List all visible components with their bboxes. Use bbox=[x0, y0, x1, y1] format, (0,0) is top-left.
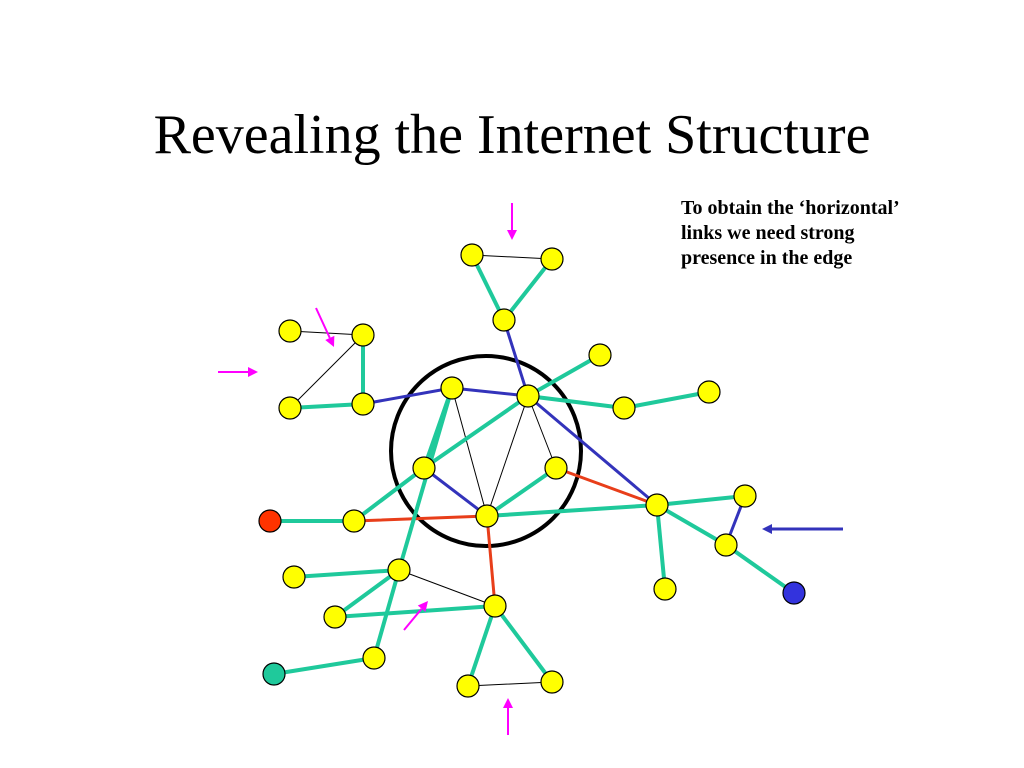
arrow-right-icon bbox=[762, 524, 843, 534]
arrow-upper-left-icon bbox=[315, 307, 335, 347]
link-green-n1-n3 bbox=[470, 253, 506, 322]
node-n14 bbox=[544, 456, 568, 480]
link-green-n18-n24 bbox=[333, 568, 401, 619]
node-n26 bbox=[456, 674, 480, 698]
link-thin-n1-n2 bbox=[471, 254, 553, 260]
note-line-1: To obtain the ‘horizontal’ bbox=[681, 197, 900, 219]
note-line-2: links we need strong bbox=[681, 222, 855, 244]
link-blue-n7-n8 bbox=[361, 386, 454, 406]
node-n17 bbox=[282, 565, 306, 589]
link-thin-n5-n6 bbox=[289, 334, 364, 409]
node-blue bbox=[782, 581, 806, 605]
slide-note: To obtain the ‘horizontal’ links we need… bbox=[681, 196, 981, 271]
link-green-n13-n15 bbox=[485, 503, 659, 518]
node-n20 bbox=[733, 484, 757, 508]
note-line-3: presence in the edge bbox=[681, 247, 853, 269]
node-n5 bbox=[278, 396, 302, 420]
node-n18 bbox=[387, 558, 411, 582]
link-green-n21-blue bbox=[724, 543, 796, 595]
link-green-n24-n23 bbox=[333, 604, 497, 619]
link-thin-n18-n23 bbox=[398, 569, 496, 607]
arrow-left-icon bbox=[218, 367, 258, 377]
link-green-n17-n18 bbox=[292, 568, 401, 579]
link-thin-n26-n27 bbox=[467, 681, 553, 687]
link-green-n25-green bbox=[272, 656, 376, 676]
link-blue-n12-n13 bbox=[422, 466, 489, 518]
node-n10 bbox=[588, 343, 612, 367]
node-n19 bbox=[697, 380, 721, 404]
link-blue-n3-n9 bbox=[502, 318, 530, 398]
link-blue-n9-n15 bbox=[526, 394, 659, 507]
node-n6 bbox=[351, 323, 375, 347]
link-thin-n9-n14 bbox=[527, 395, 557, 469]
node-n13 bbox=[475, 504, 499, 528]
link-green-n12-n16 bbox=[352, 466, 426, 523]
node-n12 bbox=[412, 456, 436, 480]
link-green-n15-n22 bbox=[655, 503, 667, 591]
node-n24 bbox=[323, 605, 347, 629]
node-n25 bbox=[362, 646, 386, 670]
node-n23 bbox=[483, 594, 507, 618]
node-n4 bbox=[278, 319, 302, 343]
node-n21 bbox=[714, 533, 738, 557]
link-green-n23-n27 bbox=[493, 604, 554, 684]
link-thin-n8-n13 bbox=[451, 387, 488, 517]
core-ring bbox=[389, 354, 583, 548]
node-n22 bbox=[653, 577, 677, 601]
node-n1 bbox=[460, 243, 484, 267]
slide-title: Revealing the Internet Structure bbox=[153, 104, 871, 166]
node-n8 bbox=[440, 376, 464, 400]
link-green-n11-n19 bbox=[622, 390, 711, 410]
node-green bbox=[262, 662, 286, 686]
arrow-top-icon bbox=[507, 203, 517, 240]
link-red-n16-n13 bbox=[352, 514, 489, 523]
link-green-n5-n7 bbox=[288, 402, 365, 410]
link-green-n9-n10 bbox=[526, 353, 602, 398]
node-n9 bbox=[516, 384, 540, 408]
node-n11 bbox=[612, 396, 636, 420]
link-thin-n9-n13 bbox=[486, 395, 529, 517]
link-green-n2-n3 bbox=[502, 257, 554, 322]
node-n27 bbox=[540, 670, 564, 694]
arrow-bottom-icon bbox=[503, 698, 513, 735]
link-red-n14-n15 bbox=[554, 466, 659, 507]
link-green-n14-n13 bbox=[485, 466, 558, 518]
link-green-n9-n12 bbox=[422, 394, 530, 470]
link-green-n23-n26 bbox=[466, 604, 497, 688]
node-n15 bbox=[645, 493, 669, 517]
link-green-n15-n20 bbox=[655, 494, 747, 507]
arrow-lower-middle-icon bbox=[403, 601, 428, 631]
link-red-n13-n23 bbox=[485, 514, 497, 608]
node-n2 bbox=[540, 247, 564, 271]
link-green-n15-n21 bbox=[655, 503, 728, 547]
node-red bbox=[258, 509, 282, 533]
node-n7 bbox=[351, 392, 375, 416]
link-green-n9-n11 bbox=[526, 394, 626, 410]
node-n16 bbox=[342, 509, 366, 533]
node-n3 bbox=[492, 308, 516, 332]
link-blue-n8-n9 bbox=[450, 386, 530, 398]
